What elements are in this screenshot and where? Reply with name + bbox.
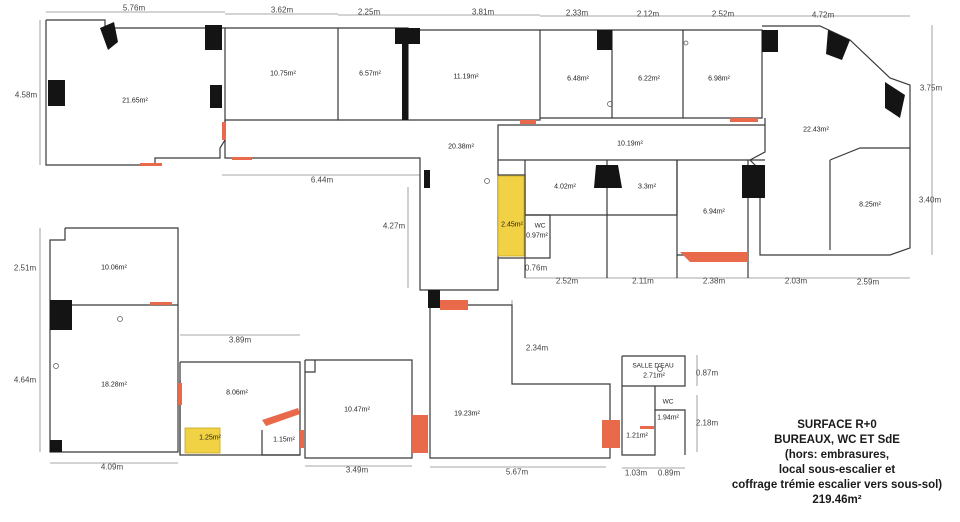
dimension-label: 6.44m (310, 175, 334, 185)
dimension-lines (39, 11, 933, 469)
dimension-label: 4.58m (14, 90, 38, 100)
summary-subtitle: BUREAUX, WC ET SdE (774, 434, 900, 446)
summary-exclusions-3: coffrage trémie escalier vers sous-sol) (731, 479, 943, 491)
dimension-label: 3.62m (270, 5, 294, 15)
dimension-label: 2.12m (636, 9, 660, 19)
dimension-label: 4.72m (811, 10, 835, 20)
room-area-label: 6.22m² (638, 75, 660, 83)
room-area-label: 2.45m² (501, 221, 523, 229)
walls (45, 19, 911, 459)
dimension-label: 2.25m (357, 7, 381, 17)
room-name-label: WC (534, 222, 546, 230)
room-area-label: 10.19m² (617, 140, 643, 148)
dimension-label: 3.89m (228, 335, 252, 345)
dimension-label: 3.40m (918, 195, 942, 205)
dimension-label: 3.75m (919, 83, 943, 93)
dimension-label: 5.76m (122, 3, 146, 13)
room-area-label: 21.65m² (122, 97, 148, 105)
dimension-label: 2.18m (695, 418, 719, 428)
dimension-label: 5.67m (505, 467, 529, 477)
room-area-label: 10.06m² (101, 264, 127, 272)
dimension-label: 2.34m (525, 343, 549, 353)
summary-exclusions-1: (hors: embrasures, (784, 449, 890, 461)
markers (53, 40, 689, 372)
room-area-label: 1.25m² (199, 434, 221, 442)
summary-title: SURFACE R+0 (797, 419, 877, 431)
summary-total: 219.46m² (812, 494, 862, 506)
dimension-label: 4.27m (382, 221, 406, 231)
highlighted-areas (184, 175, 525, 454)
room-area-label: 20.38m² (448, 143, 474, 151)
dimension-label: 3.81m (471, 7, 495, 17)
room-area-label: 18.28m² (101, 381, 127, 389)
dimension-label: 0.89m (657, 468, 681, 478)
room-area-label: 8.06m² (226, 389, 248, 397)
surface-summary: SURFACE R+0 BUREAUX, WC ET SdE (hors: em… (714, 418, 960, 508)
dimension-label: 4.64m (13, 375, 37, 385)
dimension-label: 2.33m (565, 8, 589, 18)
dimension-label: 2.52m (711, 9, 735, 19)
room-area-label: 10.47m² (344, 406, 370, 414)
room-area-label: 1.15m² (273, 436, 295, 444)
room-area-label: 6.94m² (703, 208, 725, 216)
structural-pillars (48, 22, 905, 452)
dimension-label: 3.49m (345, 465, 369, 475)
dimension-label: 2.52m (555, 276, 579, 286)
room-area-label: 11.19m² (453, 73, 479, 81)
room-area-label: 1.21m² (626, 432, 648, 440)
dimension-label: 4.09m (100, 462, 124, 472)
room-area-label: 22.43m² (803, 126, 829, 134)
dimension-label: 0.87m (695, 368, 719, 378)
dimension-label: 2.51m (13, 263, 37, 273)
room-area-label: 6.48m² (567, 75, 589, 83)
room-area-label: 10.75m² (270, 70, 296, 78)
dimension-label: 1.03m (624, 468, 648, 478)
room-area-label: 2.71m² (643, 372, 665, 380)
dimension-label: 0.76m (524, 263, 548, 273)
door-openings (140, 118, 758, 453)
dimension-label: 2.03m (784, 276, 808, 286)
room-area-label: 0.97m² (526, 232, 548, 240)
room-area-label: 19.23m² (454, 410, 480, 418)
room-area-label: 1.94m² (657, 414, 679, 422)
dimension-label: 2.11m (632, 276, 654, 286)
room-area-label: 6.98m² (708, 75, 730, 83)
room-name-label: WC (662, 398, 674, 406)
room-area-label: 3.3m² (638, 183, 656, 191)
room-area-label: 6.57m² (359, 70, 381, 78)
dimension-label: 2.59m (856, 277, 880, 287)
summary-exclusions-2: local sous-escalier et (778, 464, 896, 476)
room-name-label: SALLE D'EAU (632, 362, 674, 370)
dimension-label: 2.38m (702, 276, 726, 286)
room-area-label: 4.02m² (554, 183, 576, 191)
room-area-label: 8.25m² (859, 201, 881, 209)
